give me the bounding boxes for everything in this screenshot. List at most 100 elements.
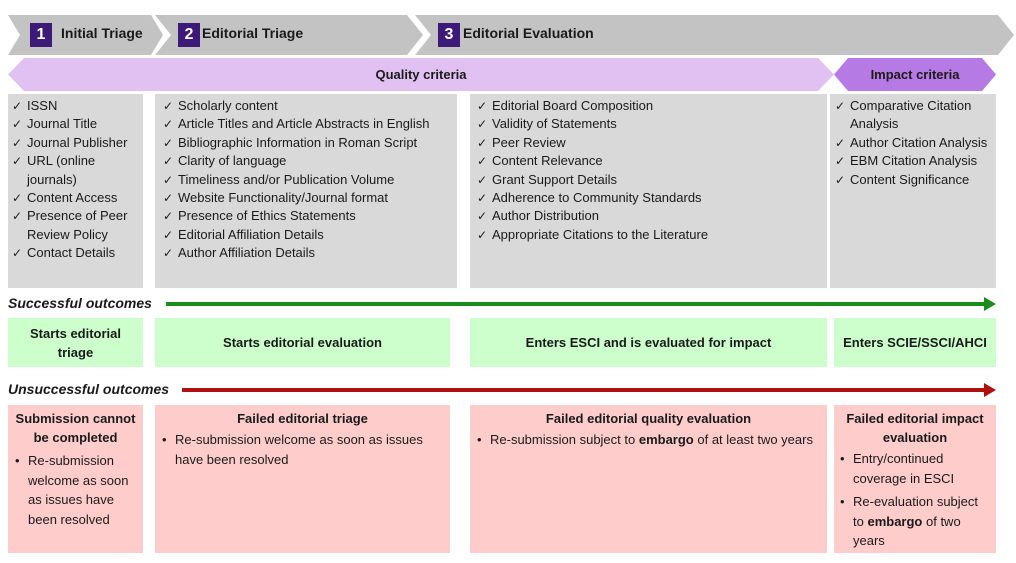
check-icon: ✓ [477,117,488,132]
criteria-list: ✓Comparative Citation Analysis ✓Author C… [835,97,991,189]
editorial-quality-criteria-box: ✓Editorial Board Composition ✓Validity o… [470,94,827,288]
failure-list: •Entry/continued coverage in ESCI •Re-ev… [839,449,991,551]
failure-title: Failed editorial impact evaluation [846,411,984,445]
failure-title: Failed editorial triage [237,411,368,426]
criteria-item: ✓Content Access [12,189,139,207]
criteria-item: ✓Bibliographic Information in Roman Scri… [163,134,449,152]
success-box-impact: Enters SCIE/SSCI/AHCI [834,318,996,367]
failure-item: •Re-evaluation subject to embargo of two… [840,494,979,548]
criteria-item: ✓Timeliness and/or Publication Volume [163,171,449,189]
stage-number: 3 [438,23,460,47]
criteria-item: ✓Peer Review [477,134,820,152]
criteria-list: ✓Scholarly content ✓Article Titles and A… [163,97,449,263]
failure-item: •Re-submission subject to embargo of at … [476,430,821,450]
check-icon: ✓ [477,191,488,206]
criteria-item: ✓Clarity of language [163,152,449,170]
check-icon: ✓ [835,135,846,150]
check-icon: ✓ [12,135,23,150]
criteria-item: ✓EBM Citation Analysis [835,152,991,170]
criteria-item: ✓Content Relevance [477,152,820,170]
check-icon: ✓ [163,246,174,261]
check-icon: ✓ [12,246,23,261]
check-icon: ✓ [12,209,23,224]
criteria-item: ✓Journal Title [12,115,139,133]
failure-item: •Re-submission welcome as soon as issues… [162,432,423,467]
impact-criteria-banner [834,58,996,91]
bullet-icon: • [477,432,482,447]
criteria-item: ✓Appropriate Citations to the Literature [477,226,820,244]
bullet-icon: • [840,494,845,509]
stage-initial-triage: 1 Initial Triage [8,15,163,55]
bullet-icon: • [840,451,845,466]
check-icon: ✓ [477,172,488,187]
stage-editorial-evaluation: 3 Editorial Evaluation [415,15,1014,55]
criteria-item: ✓Author Citation Analysis [835,134,991,152]
criteria-list: ✓ISSN ✓Journal Title ✓Journal Publisher … [12,97,139,263]
success-box-initial-triage: Starts editorial triage [8,318,143,367]
stage-number: 2 [178,23,200,47]
criteria-item: ✓Adherence to Community Standards [477,189,820,207]
criteria-item: ✓Content Significance [835,171,991,189]
criteria-item: ✓Editorial Affiliation Details [163,226,449,244]
bullet-icon: • [162,432,167,447]
success-box-editorial-quality: Enters ESCI and is evaluated for impact [470,318,827,367]
stage-number: 1 [30,23,52,47]
failure-box-editorial-quality: Failed editorial quality evaluation •Re-… [470,405,827,553]
check-icon: ✓ [163,209,174,224]
criteria-item: ✓Contact Details [12,244,139,262]
failure-list: •Re-submission welcome as soon as issues… [14,451,137,529]
check-icon: ✓ [12,99,23,113]
criteria-list: ✓Editorial Board Composition ✓Validity o… [477,97,820,244]
criteria-item: ✓Author Distribution [477,207,820,225]
check-icon: ✓ [163,135,174,150]
failure-list: •Re-submission subject to embargo of at … [476,430,821,450]
criteria-item: ✓Presence of Ethics Statements [163,207,449,225]
failure-box-editorial-triage: Failed editorial triage •Re-submission w… [155,405,450,553]
embargo-emphasis: embargo [867,513,923,529]
check-icon: ✓ [477,99,488,113]
criteria-item: ✓Validity of Statements [477,115,820,133]
initial-triage-criteria-box: ✓ISSN ✓Journal Title ✓Journal Publisher … [8,94,143,288]
quality-criteria-label: Quality criteria [375,67,467,82]
check-icon: ✓ [12,117,23,132]
check-icon: ✓ [163,172,174,187]
check-icon: ✓ [163,154,174,169]
criteria-item: ✓Editorial Board Composition [477,97,820,115]
success-box-editorial-triage: Starts editorial evaluation [155,318,450,367]
failure-box-impact: Failed editorial impact evaluation •Entr… [834,405,996,553]
criteria-item: ✓Author Affiliation Details [163,244,449,262]
stage-label: Editorial Triage [202,25,304,41]
check-icon: ✓ [12,191,23,206]
stage-label: Initial Triage [61,25,143,41]
criteria-item: ✓Comparative Citation Analysis [835,98,972,132]
impact-criteria-label: Impact criteria [870,67,960,82]
check-icon: ✓ [163,117,174,132]
criteria-item: ✓Article Titles and Article Abstracts in… [163,115,449,133]
failure-item: •Re-submission welcome as soon as issues… [15,453,129,527]
criteria-item: ✓Website Functionality/Journal format [163,189,449,207]
failure-box-initial-triage: Submission cannot be completed •Re-submi… [8,405,143,553]
criteria-item: ✓ISSN [12,97,139,115]
stage-editorial-triage: 2 Editorial Triage [155,15,423,55]
bullet-icon: • [15,453,20,468]
unsuccessful-outcomes-heading: Unsuccessful outcomes [8,381,170,397]
criteria-item: ✓Grant Support Details [477,171,820,189]
criteria-item: ✓Journal Publisher [12,134,139,152]
criteria-item: ✓URL (online journals) [12,153,96,187]
impact-criteria-box: ✓Comparative Citation Analysis ✓Author C… [830,94,996,288]
editorial-triage-criteria-box: ✓Scholarly content ✓Article Titles and A… [155,94,457,288]
success-arrow [166,297,996,311]
failure-title: Failed editorial quality evaluation [545,411,752,426]
criteria-item: ✓Presence of Peer Review Policy [12,208,128,242]
check-icon: ✓ [477,135,488,150]
check-icon: ✓ [163,99,174,113]
check-icon: ✓ [163,191,174,206]
failure-list: •Re-submission welcome as soon as issues… [161,430,444,469]
check-icon: ✓ [835,154,846,169]
check-icon: ✓ [477,227,488,242]
failure-arrow [182,383,996,397]
check-icon: ✓ [163,227,174,242]
check-icon: ✓ [477,209,488,224]
successful-outcomes-heading: Successful outcomes [8,295,152,311]
criteria-item: ✓Scholarly content [163,97,449,115]
